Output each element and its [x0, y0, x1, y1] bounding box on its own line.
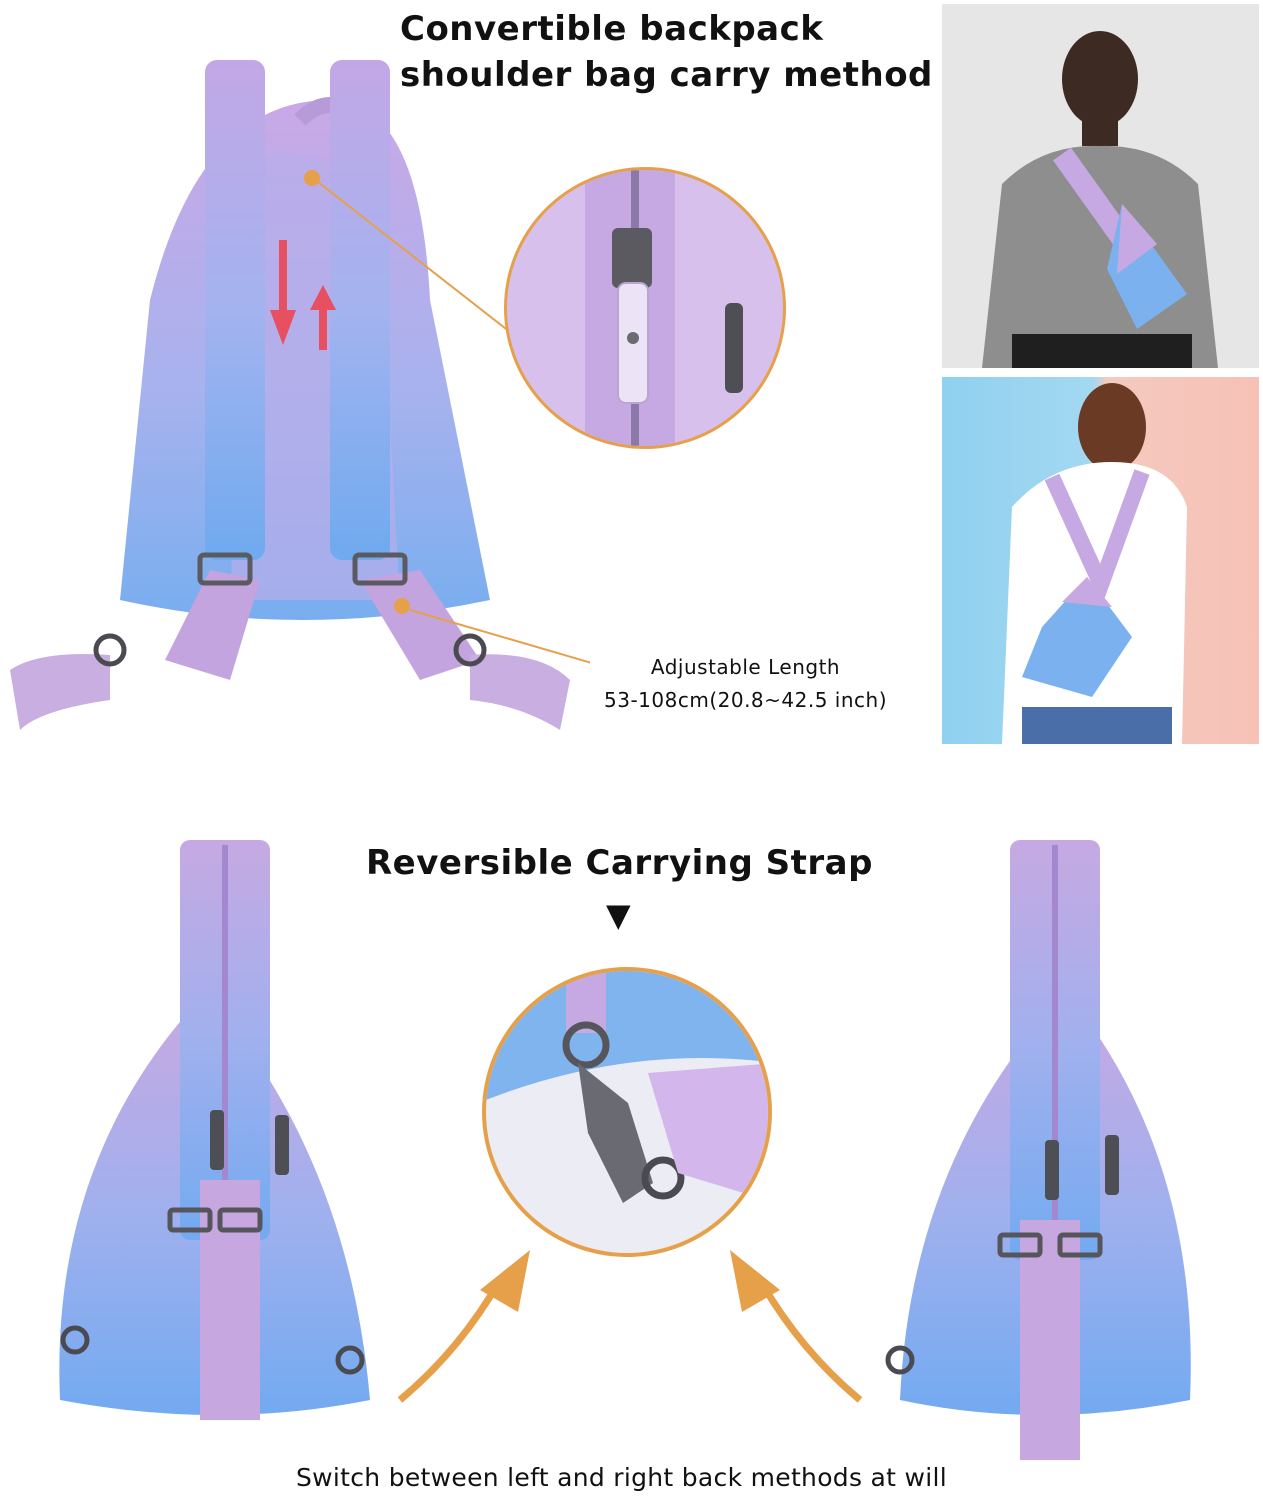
adjustable-length-label: Adjustable Length 53-108cm(20.8~42.5 inc…: [604, 651, 887, 717]
backpack-right-side-image: [885, 840, 1191, 1460]
photo-woman-backpack: [942, 377, 1259, 744]
headline-line-2: shoulder bag carry method: [400, 55, 933, 95]
adjustable-length-title: Adjustable Length: [650, 655, 841, 679]
curved-arrow-left-icon: [397, 1250, 530, 1403]
adjustable-length-range: 53-108cm(20.8~42.5 inch): [604, 688, 888, 712]
headline-convertible-backpack: Convertible backpack shoulder bag carry …: [400, 6, 933, 98]
backpack-left-side-image: [59, 840, 370, 1420]
backpack-back-view-image: [10, 60, 590, 730]
down-pointer-icon: ▼: [606, 896, 631, 934]
zipper-detail-zoom-image: [504, 167, 786, 449]
bottom-caption: Switch between left and right back metho…: [296, 1463, 947, 1492]
woman-illustration: [942, 377, 1259, 744]
headline-line-1: Convertible backpack: [400, 9, 824, 49]
clasp-detail-zoom-image: [482, 967, 772, 1257]
photo-man-crossbody: [942, 4, 1259, 368]
curved-arrow-right-icon: [730, 1250, 863, 1403]
man-illustration: [942, 4, 1259, 368]
headline-reversible-strap: Reversible Carrying Strap: [366, 843, 873, 883]
